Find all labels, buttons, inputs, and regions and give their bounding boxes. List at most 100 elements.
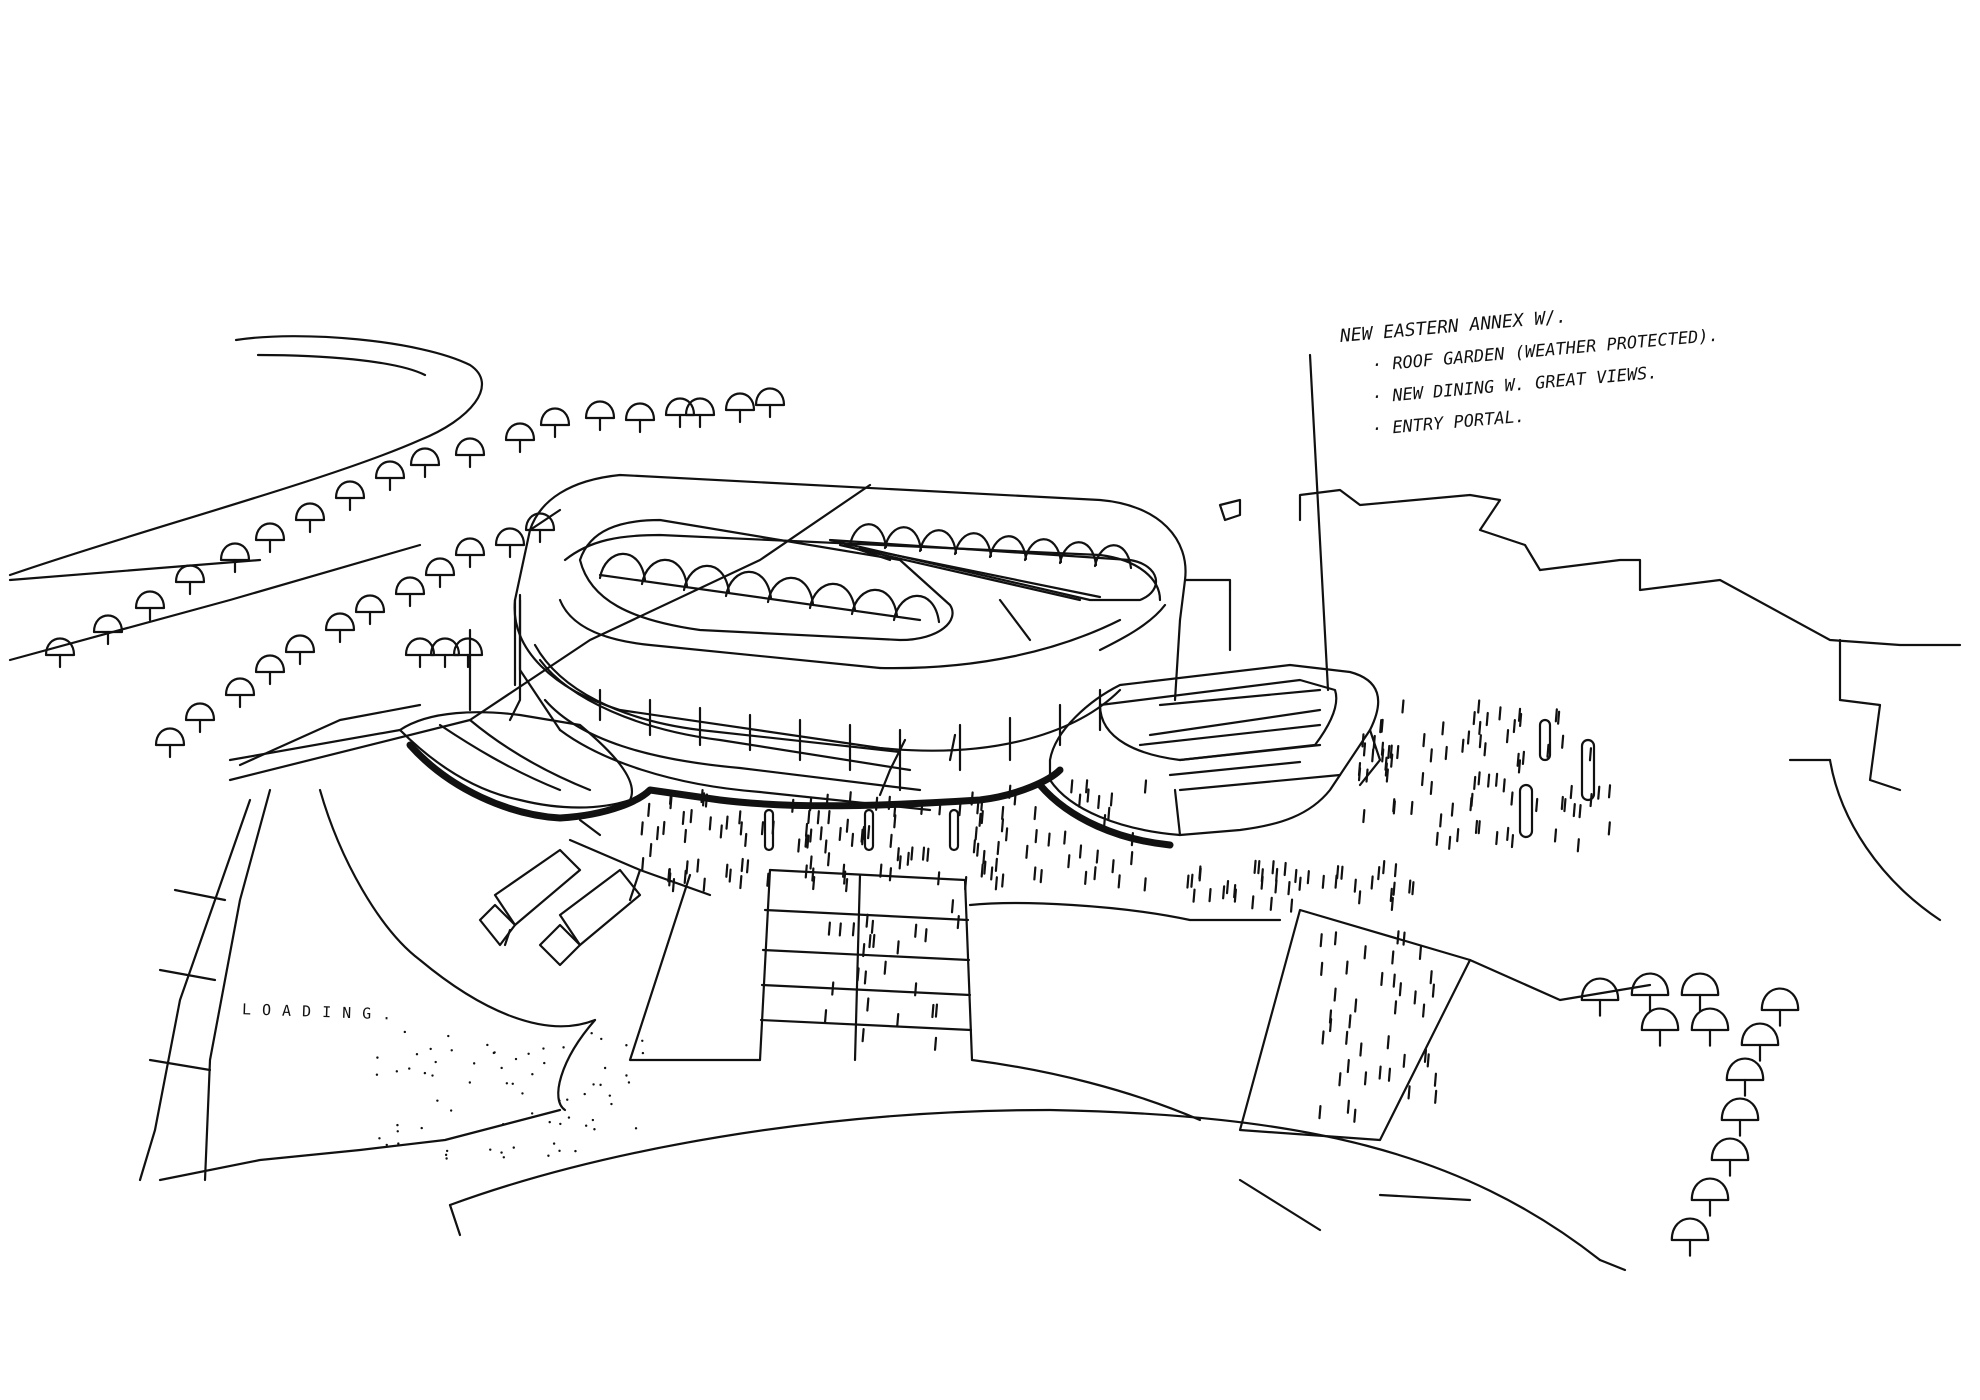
tree — [494, 527, 526, 547]
hatch-mark — [1396, 744, 1400, 760]
hatch-mark — [1345, 960, 1349, 975]
hatch-mark — [906, 851, 910, 866]
hatch-mark — [1429, 748, 1433, 763]
hatch-mark — [1095, 849, 1099, 864]
hatch-mark — [1510, 833, 1515, 849]
hatch-mark — [872, 933, 876, 949]
hatch-mark — [1001, 805, 1005, 821]
hatch-mark — [980, 796, 984, 812]
hatch-mark — [809, 797, 813, 812]
ground-dot — [593, 1128, 596, 1131]
eastern-annex — [1048, 663, 1382, 837]
hatch-mark — [1393, 1000, 1398, 1015]
tree — [584, 400, 616, 420]
hatch-mark — [863, 970, 867, 985]
hatch-mark — [1560, 795, 1564, 811]
ground-dot — [408, 1067, 411, 1070]
hatch-mark — [994, 876, 998, 891]
hatch-mark — [1097, 794, 1101, 810]
tree — [504, 422, 536, 442]
hatch-mark — [978, 812, 982, 827]
ground-dot — [548, 1120, 551, 1124]
ground-dot — [542, 1047, 545, 1050]
ground-dot — [449, 1109, 453, 1112]
hatch-mark — [1130, 851, 1134, 866]
hatch-mark — [1431, 983, 1436, 998]
roof-arch — [1058, 541, 1098, 567]
hatch-mark — [958, 802, 962, 817]
ground-dot — [445, 1149, 449, 1153]
hatch-mark — [1557, 710, 1561, 725]
hatch-mark — [1283, 861, 1287, 877]
hatch-mark — [1517, 759, 1522, 774]
hatch-mark — [1401, 699, 1405, 714]
ground-dot — [590, 1031, 593, 1035]
hatch-mark — [1426, 1053, 1430, 1068]
hatch-mark — [1477, 699, 1481, 714]
hatch-mark — [976, 842, 980, 857]
ground-dot — [502, 1156, 506, 1159]
hatch-mark — [914, 982, 918, 997]
hatch-mark — [1363, 945, 1367, 960]
hatch-mark — [827, 810, 831, 825]
hatch-mark — [1333, 931, 1338, 946]
ground-dot — [450, 1049, 453, 1052]
roof-arch — [724, 570, 773, 600]
hatch-mark — [1384, 762, 1388, 777]
hatch-mark — [819, 826, 823, 841]
ground-dot — [512, 1146, 515, 1149]
hatch-mark — [1418, 945, 1423, 961]
roof-arch — [766, 576, 815, 606]
hatch-mark — [1434, 1089, 1438, 1104]
hatch-mark — [1005, 827, 1009, 842]
ground-dot — [445, 1157, 448, 1160]
hatch-mark — [1257, 860, 1261, 875]
hatch-mark — [1483, 742, 1487, 757]
hatch-mark — [1589, 792, 1593, 808]
hatch-mark — [950, 899, 955, 914]
hatch-mark — [1389, 887, 1393, 902]
tree — [539, 407, 571, 427]
hatch-mark — [1546, 743, 1550, 758]
hatch-mark — [1472, 710, 1476, 726]
hatch-mark — [824, 839, 828, 854]
hatch-mark — [1502, 778, 1506, 793]
ground-dot — [500, 1151, 503, 1154]
hatch-mark — [1408, 879, 1412, 894]
hatch-mark — [1473, 775, 1477, 791]
hatch-mark — [926, 847, 930, 862]
tree — [1720, 1097, 1760, 1122]
roof-arch — [1023, 538, 1063, 564]
tree — [224, 677, 256, 697]
hatch-mark — [956, 914, 960, 930]
hatch-mark — [1569, 784, 1573, 800]
hatch-mark — [1410, 800, 1414, 816]
hatch-mark — [1321, 1030, 1325, 1045]
hatch-mark — [1222, 885, 1226, 900]
hatch-mark — [816, 810, 820, 825]
hatch-mark — [1429, 970, 1433, 985]
hatch-mark — [1287, 881, 1291, 896]
hatch-mark — [1506, 826, 1510, 842]
hatch-mark — [866, 997, 870, 1012]
hatch-mark — [1505, 729, 1510, 744]
hatch-mark — [1372, 734, 1376, 750]
hatch-mark — [1294, 868, 1298, 884]
hatch-mark — [702, 877, 706, 892]
hatch-mark — [842, 863, 846, 878]
ground-dot — [610, 1102, 613, 1106]
ground-dot — [566, 1098, 569, 1101]
hatch-mark — [681, 810, 685, 826]
hatch-mark — [1063, 830, 1067, 845]
hatch-mark — [1382, 860, 1386, 875]
hatch-mark — [1370, 875, 1374, 890]
hatch-mark — [1365, 768, 1369, 783]
hatch-mark — [1392, 973, 1396, 988]
ground-dot — [592, 1083, 595, 1086]
hatch-mark — [669, 795, 673, 810]
hatch-mark — [1353, 878, 1357, 893]
hatch-mark — [1033, 805, 1037, 821]
hatch-mark — [914, 923, 918, 938]
lawn-area — [1238, 908, 1652, 1142]
